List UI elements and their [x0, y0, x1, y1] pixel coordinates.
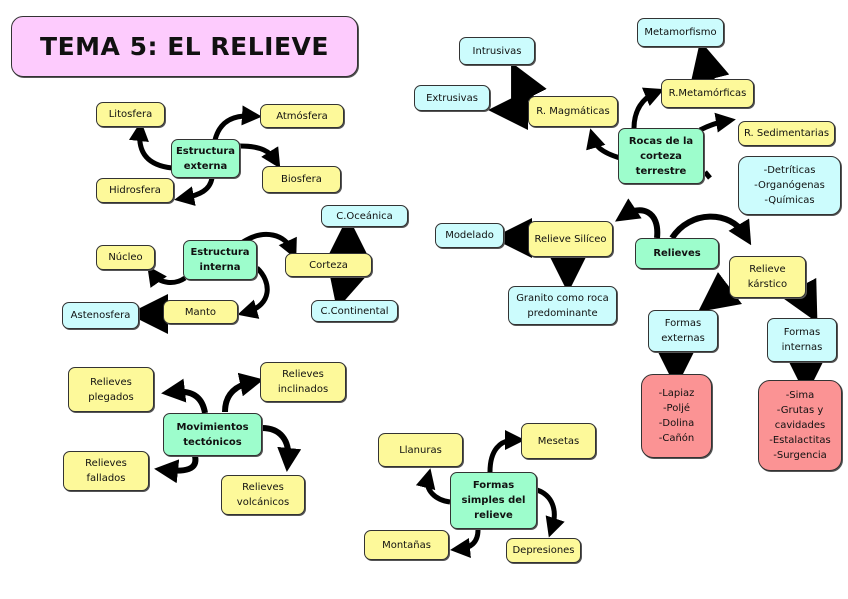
node-nucleo[interactable]: Núcleo: [96, 245, 155, 270]
arrow-to-r-metamorficas: [631, 87, 665, 129]
node-litosfera[interactable]: Litosfera: [96, 102, 165, 127]
node-relieves-inclinados[interactable]: Relieves inclinados: [260, 362, 346, 402]
arrow-to-inclinados: [222, 372, 264, 413]
node-formas-internas-lista[interactable]: -Sima -Grutas y cavidades -Estalactitas …: [758, 380, 842, 471]
arrow-to-relieve-karstico: [669, 213, 752, 246]
arrow-to-volcanicos: [261, 425, 302, 472]
node-c-continental[interactable]: C.Continental: [311, 300, 398, 322]
node-intrusivas[interactable]: Intrusivas: [459, 37, 535, 65]
arrow-to-intrusivas: [511, 62, 547, 107]
node-c-oceanica[interactable]: C.Oceánica: [321, 205, 408, 227]
node-relieve-karstico[interactable]: Relieve kárstico: [729, 256, 806, 298]
arrow-to-formas-externas: [698, 272, 742, 312]
page-title: TEMA 5: EL RELIEVE: [11, 16, 358, 77]
node-metamorfismo[interactable]: Metamorfismo: [637, 18, 724, 47]
arrow-to-biosfera: [239, 143, 281, 169]
node-relieves-volcanicos[interactable]: Relieves volcánicos: [221, 475, 305, 515]
node-formas-internas[interactable]: Formas internas: [767, 318, 837, 362]
node-formas-simples[interactable]: Formas simples del relieve: [450, 472, 537, 529]
node-depresiones[interactable]: Depresiones: [506, 538, 581, 563]
arrow-to-litosfera: [129, 121, 173, 171]
arrow-to-metamorfismo: [690, 40, 730, 85]
arrow-to-montanas: [450, 529, 481, 558]
node-movimientos-tectonicos[interactable]: Movimientos tectónicos: [163, 413, 262, 456]
arrow-to-relieve-siliceo: [615, 198, 661, 239]
node-relieve-siliceo[interactable]: Relieve Silíceo: [528, 221, 613, 257]
node-estructura-externa[interactable]: Estructura externa: [171, 139, 240, 178]
arrow-to-plegados: [161, 378, 208, 414]
node-r-magmaticas[interactable]: R. Magmáticas: [528, 96, 618, 127]
node-relieves[interactable]: Relieves: [635, 238, 719, 269]
node-modelado[interactable]: Modelado: [435, 223, 504, 248]
node-estructura-interna[interactable]: Estructura interna: [183, 240, 257, 280]
arrow-to-atmosfera: [212, 105, 262, 141]
node-biosfera[interactable]: Biosfera: [262, 166, 341, 193]
node-relieves-plegados[interactable]: Relieves plegados: [68, 367, 154, 412]
node-corteza[interactable]: Corteza: [285, 253, 372, 277]
node-formas-externas-lista[interactable]: -Lapiaz -Poljé -Dolina -Cañón: [641, 374, 712, 458]
node-r-sedimentarias[interactable]: R. Sedimentarias: [738, 121, 835, 146]
node-formas-externas[interactable]: Formas externas: [648, 310, 718, 352]
node-rocas-corteza[interactable]: Rocas de la corteza terrestre: [618, 128, 704, 184]
node-relieves-fallados[interactable]: Relieves fallados: [63, 451, 149, 491]
arrow-rocas-tail: [703, 170, 712, 180]
node-extrusivas[interactable]: Extrusivas: [414, 85, 490, 111]
arrow-to-depresiones: [536, 487, 565, 538]
node-astenosfera[interactable]: Astenosfera: [62, 302, 139, 329]
node-mesetas[interactable]: Mesetas: [521, 423, 596, 459]
node-sedimentarias-tipos[interactable]: -Detríticas -Organógenas -Químicas: [738, 156, 841, 215]
arrow-to-hidrosfera: [174, 177, 215, 206]
arrow-to-llanuras: [415, 468, 451, 505]
node-r-metamorficas[interactable]: R.Metamórficas: [661, 79, 754, 108]
node-llanuras[interactable]: Llanuras: [378, 433, 463, 467]
node-granito[interactable]: Granito como roca predominante: [508, 286, 617, 325]
node-hidrosfera[interactable]: Hidrosfera: [96, 178, 174, 203]
node-manto[interactable]: Manto: [163, 300, 238, 324]
node-atmosfera[interactable]: Atmósfera: [260, 104, 344, 128]
arrow-to-c-continental: [327, 265, 367, 310]
arrow-to-nucleo: [147, 265, 187, 288]
arrow-to-r-magmaticas: [586, 128, 621, 161]
node-montanas[interactable]: Montañas: [364, 530, 449, 560]
arrow-to-r-sedimentarias: [698, 112, 736, 133]
arrow-to-fallados: [154, 455, 199, 484]
arrow-to-mesetas: [487, 430, 525, 473]
